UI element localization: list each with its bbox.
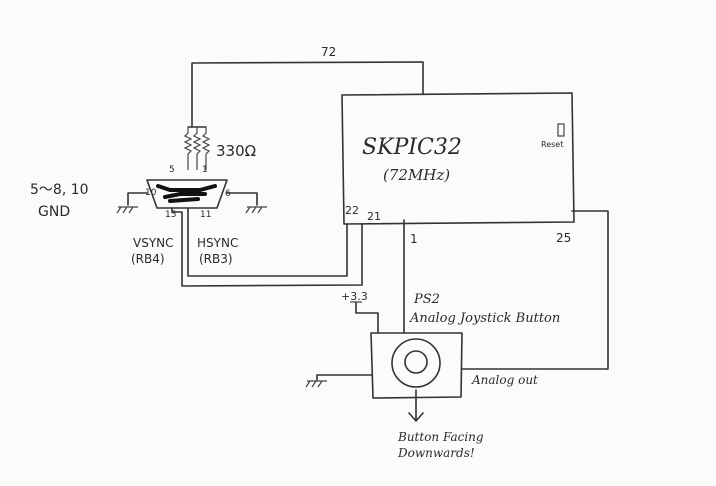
vga-connector-icon (146, 179, 228, 209)
pin-1-label: 1 (410, 232, 418, 246)
ground-icon (116, 206, 138, 214)
vga-pin-6-label: 6 (225, 189, 231, 199)
wire-72 (191, 61, 424, 128)
ground-icon (305, 380, 327, 388)
resistor-icon (183, 127, 211, 170)
arrow-down-icon (408, 389, 424, 422)
wire-hsync (187, 207, 348, 277)
wire-pin-25 (461, 210, 609, 370)
gnd-word-label: GND (38, 204, 70, 220)
mcu-name-label: SKPIC32 (362, 135, 462, 160)
vga-pin-1-label: 1 (202, 165, 208, 175)
hsync-pin-label: (RB3) (199, 252, 233, 266)
vga-pin-11-label: 11 (200, 210, 211, 220)
pin-21-label: 21 (367, 210, 381, 223)
hsync-label: HSYNC (197, 236, 238, 250)
vga-pin-10-label: 10 (145, 188, 157, 198)
button-note-line-1: Button Facing (397, 430, 484, 444)
mcu-box (341, 92, 575, 225)
wire-3v3 (355, 301, 379, 334)
vga-pin-15-label: 15 (165, 210, 176, 220)
wire-vsync (171, 207, 363, 287)
ground-icon (245, 206, 267, 214)
ps2-label: PS2 (413, 292, 440, 307)
resistor-value-label: 330Ω (216, 142, 256, 160)
pin-22-label: 22 (345, 204, 359, 217)
joystick-knob-icon (391, 338, 441, 388)
v33-label: +3.3 (341, 290, 368, 303)
reset-label: Reset (541, 140, 563, 149)
wire-72-label: 72 (321, 45, 336, 59)
vga-gnd-wire-right (226, 192, 258, 206)
gnd-pins-label: 5～8, 10 (30, 182, 89, 198)
analog-out-label: Analog out (471, 373, 538, 387)
pin-25-label: 25 (556, 231, 571, 245)
mcu-speed-label: (72MHz) (383, 166, 450, 184)
reset-button-icon (557, 123, 565, 137)
joystick-label: Analog Joystick Button (409, 311, 560, 326)
button-note-line-2: Downwards! (397, 446, 475, 460)
vsync-label: VSYNC (133, 236, 174, 250)
vsync-pin-label: (RB4) (131, 252, 165, 266)
gnd-wire-module (316, 374, 372, 381)
vga-pin-5-label: 5 (169, 165, 175, 175)
vga-gnd-wire-left (127, 192, 148, 206)
joystick-module (370, 332, 463, 399)
